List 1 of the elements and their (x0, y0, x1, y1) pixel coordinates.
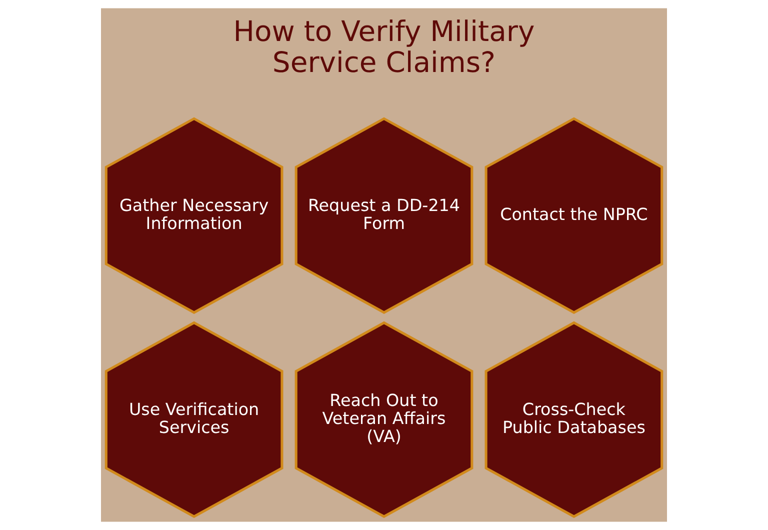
diagram-title: How to Verify Military Service Claims? (233, 15, 535, 79)
